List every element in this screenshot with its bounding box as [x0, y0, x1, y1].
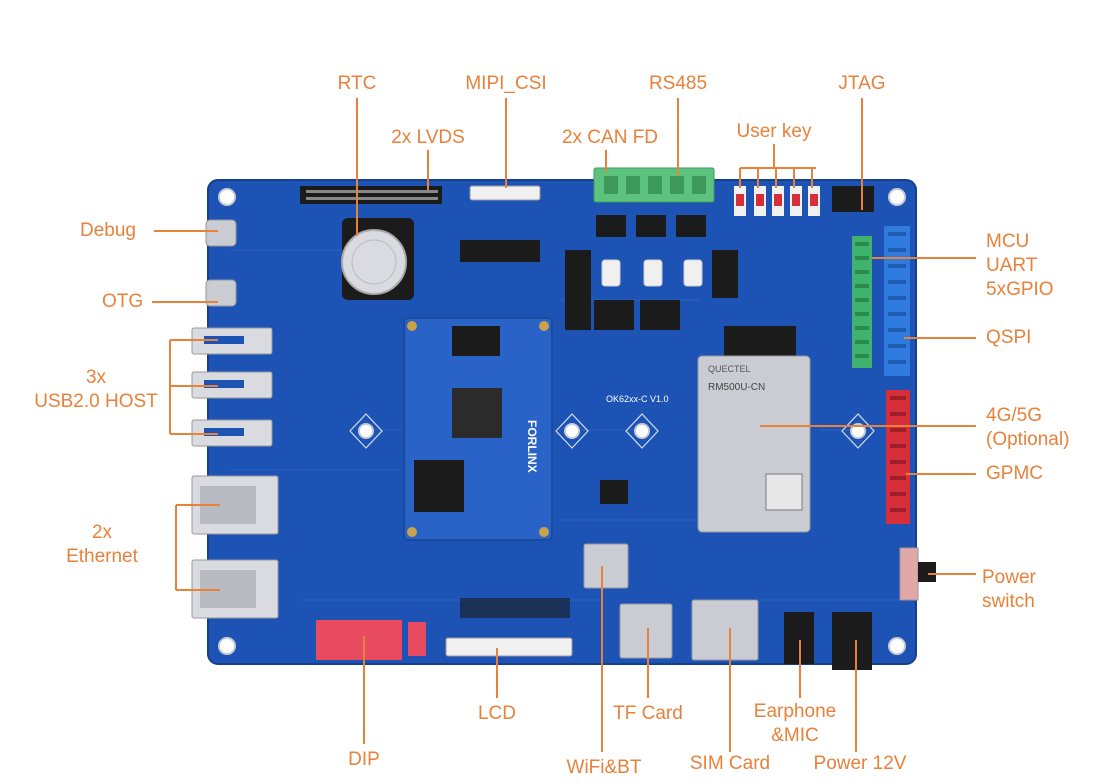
label-rtc: RTC — [337, 73, 377, 94]
leader-lines — [152, 98, 976, 752]
label-rs485: RS485 — [648, 73, 708, 94]
module-model-text: RM500U-CN — [708, 382, 765, 393]
label-mipi-csi: MIPI_CSI — [465, 73, 547, 94]
som-model-text: OK62xx-C V1.0 — [606, 394, 669, 404]
label-power-switch: Power switch — [982, 567, 1036, 612]
jtag-header — [832, 186, 874, 212]
label-usb-host: 3x USB2.0 HOST — [34, 367, 158, 412]
power-switch-part — [899, 547, 936, 601]
label-mcu-uart-gpio: MCU UART 5xGPIO — [986, 231, 1054, 300]
label-lcd: LCD — [477, 703, 516, 724]
mcu-header — [852, 236, 872, 368]
label-jtag: JTAG — [838, 73, 886, 94]
label-sim-card: SIM Card — [689, 753, 771, 774]
label-otg: OTG — [102, 291, 144, 312]
label-wifi-bt: WiFi&BT — [566, 757, 642, 778]
can-terminal-block — [593, 167, 715, 203]
tf-card-slot — [619, 603, 673, 659]
som-brand-text: FORLINX — [525, 420, 539, 473]
label-earphone-mic: Earphone &MIC — [753, 701, 837, 746]
qspi-header — [884, 226, 910, 376]
label-debug: Debug — [80, 220, 136, 241]
label-cellular: 4G/5G (Optional) — [986, 405, 1070, 450]
wifi-module — [583, 543, 629, 589]
mounting-holes — [218, 188, 906, 655]
sim-card-slot — [691, 599, 759, 661]
debug-usb-c — [205, 219, 237, 247]
power-jack — [832, 612, 872, 670]
label-ethernet: 2x Ethernet — [66, 522, 138, 567]
label-gpmc: GPMC — [986, 463, 1043, 484]
mipi-csi-connector — [469, 185, 541, 201]
rtc-coin-cell — [341, 218, 414, 300]
label-user-key: User key — [736, 121, 812, 142]
lcd-connector — [445, 637, 573, 657]
label-qspi: QSPI — [986, 327, 1032, 348]
otg-usb-c — [205, 279, 237, 307]
gpmc-header — [886, 390, 910, 524]
cellular-module: QUECTEL RM500U-CN — [697, 326, 811, 533]
label-power-12v: Power 12V — [813, 753, 907, 774]
label-tf-card: TF Card — [613, 703, 683, 724]
dip-switch — [316, 620, 426, 660]
som-module: FORLINX — [403, 317, 553, 541]
label-dip: DIP — [348, 749, 380, 770]
module-brand-text: QUECTEL — [708, 364, 751, 374]
label-lvds: 2x LVDS — [391, 127, 465, 148]
user-keys — [734, 186, 820, 216]
lvds-header — [300, 186, 442, 204]
label-can-fd: 2x CAN FD — [561, 127, 659, 148]
